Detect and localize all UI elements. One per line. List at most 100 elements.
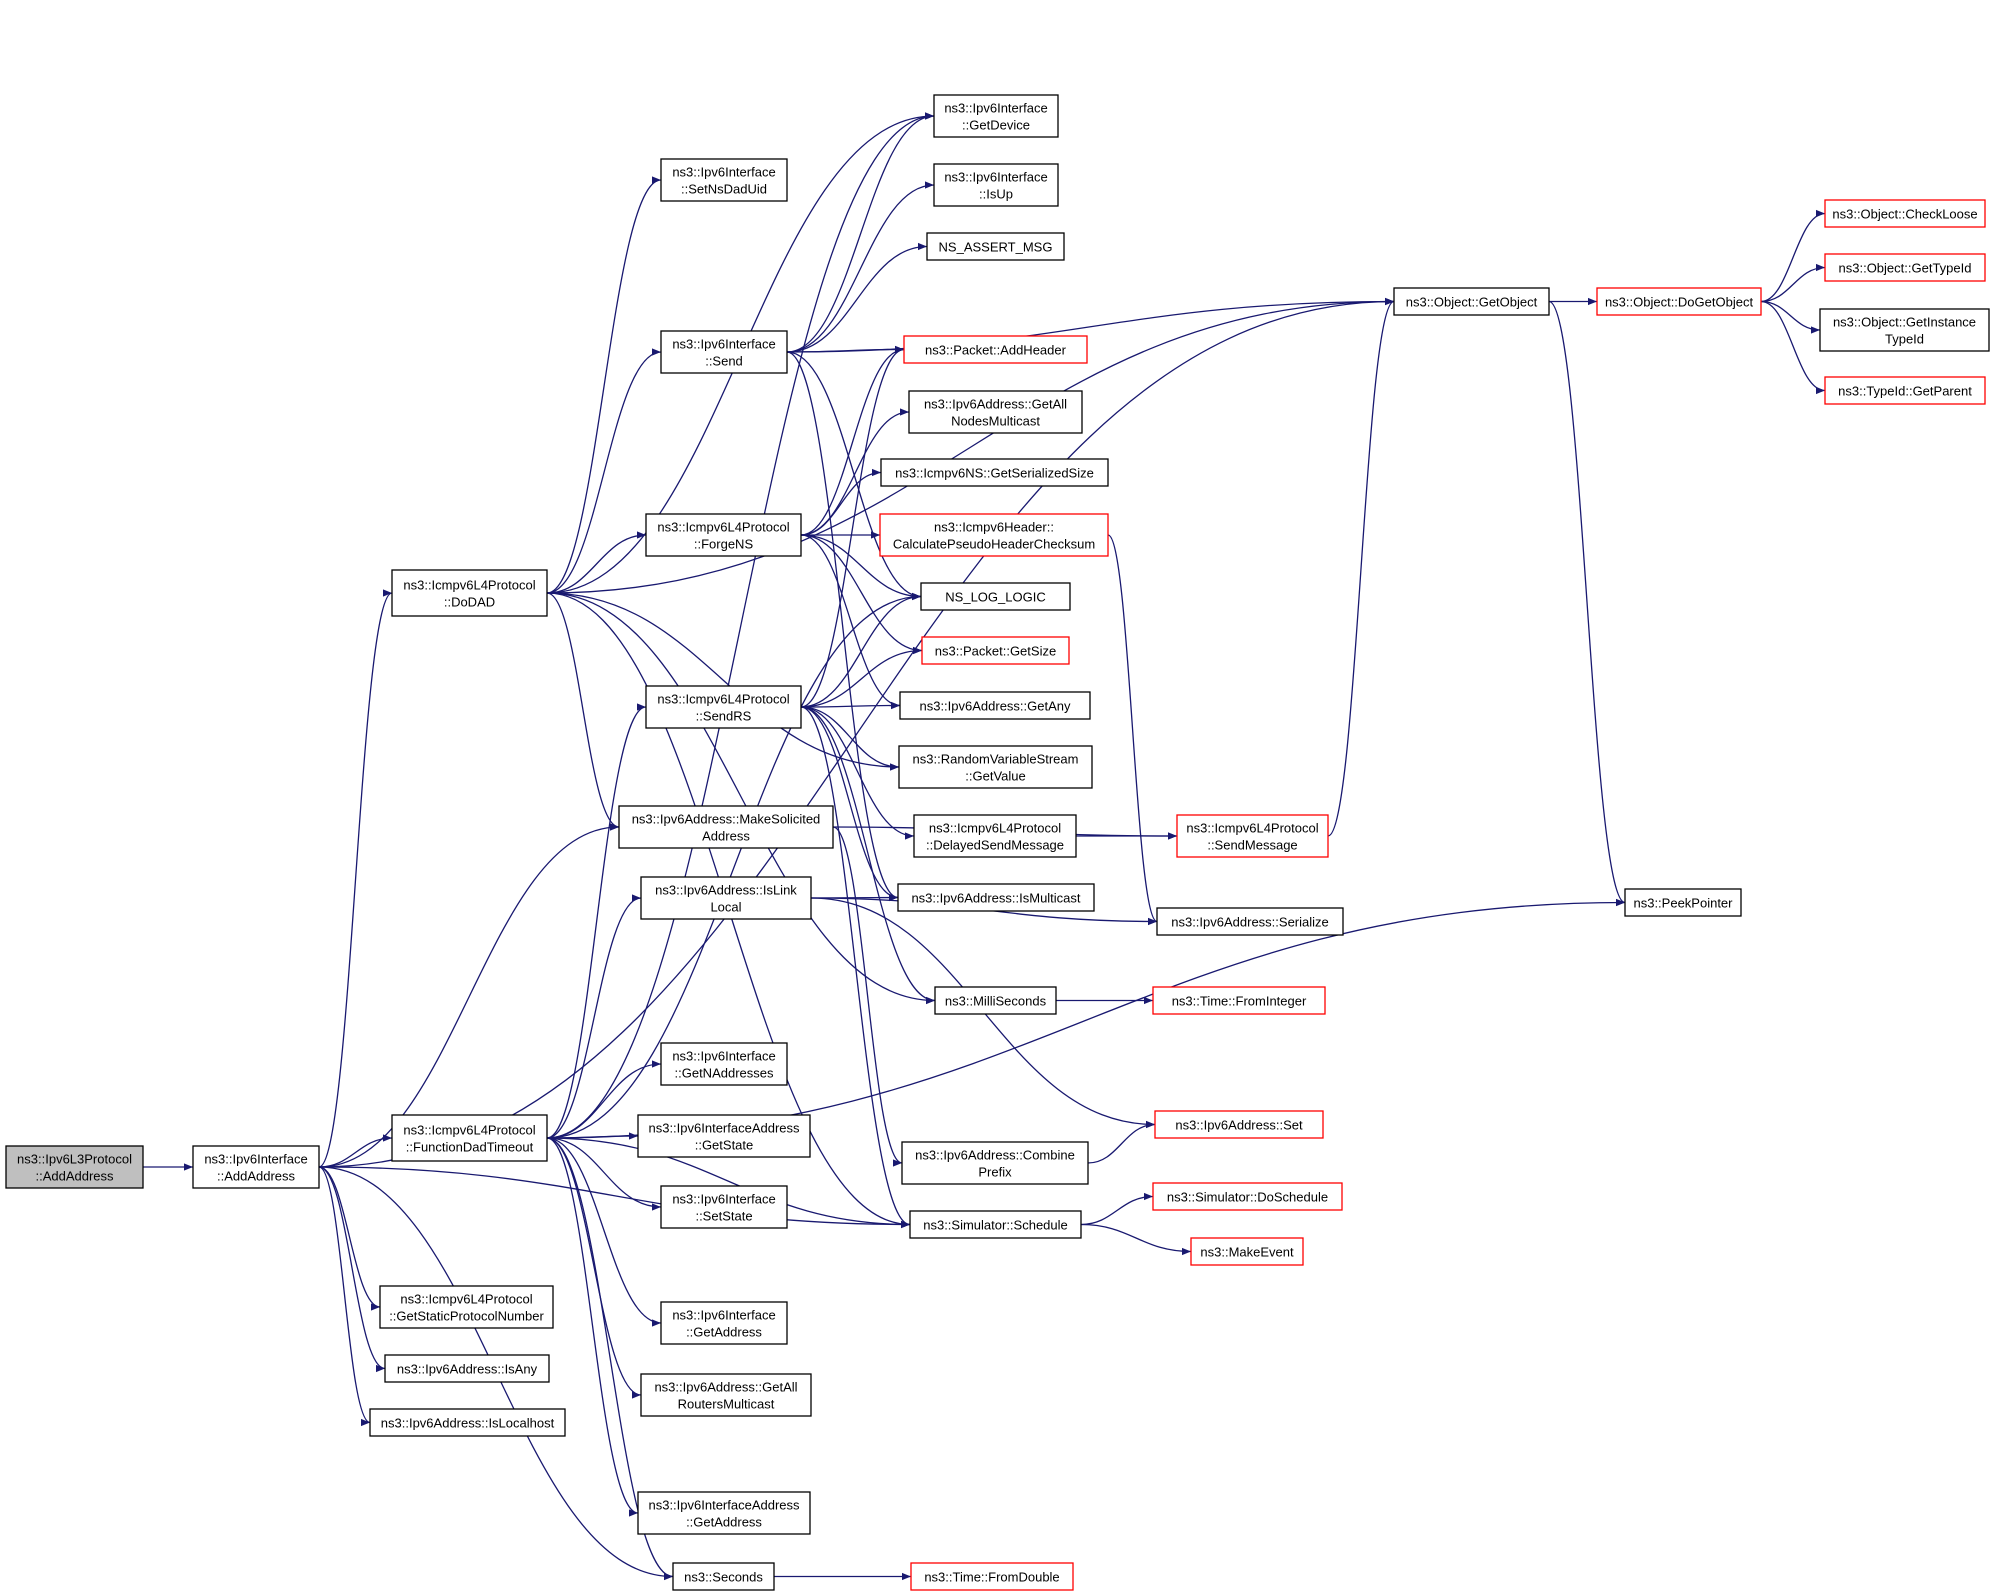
node-serialize[interactable]: ns3::Ipv6Address::Serialize [1156, 907, 1344, 936]
node-box[interactable] [909, 1210, 1082, 1239]
node-root[interactable]: ns3::Ipv6L3Protocol::AddAddress [5, 1145, 144, 1189]
node-getobject[interactable]: ns3::Object::GetObject [1393, 287, 1550, 316]
node-box[interactable] [926, 232, 1065, 261]
node-box[interactable] [1824, 199, 1986, 228]
node-gettypeid[interactable]: ns3::Object::GetTypeId [1824, 253, 1986, 282]
node-box[interactable] [369, 1408, 566, 1437]
node-if_add[interactable]: ns3::Ipv6Interface::AddAddress [192, 1145, 320, 1189]
node-makeevent[interactable]: ns3::MakeEvent [1190, 1237, 1304, 1266]
node-box[interactable] [640, 1373, 812, 1417]
node-doschedule[interactable]: ns3::Simulator::DoSchedule [1152, 1182, 1343, 1211]
node-isany[interactable]: ns3::Ipv6Address::IsAny [384, 1354, 550, 1383]
node-box[interactable] [903, 335, 1088, 364]
node-getparent[interactable]: ns3::TypeId::GetParent [1824, 376, 1986, 405]
node-box[interactable] [384, 1354, 550, 1383]
node-dodad[interactable]: ns3::Icmpv6L4Protocol::DoDAD [391, 569, 548, 617]
node-box[interactable] [910, 1562, 1074, 1591]
node-box[interactable] [934, 986, 1057, 1015]
node-islocalhost[interactable]: ns3::Ipv6Address::IsLocalhost [369, 1408, 566, 1437]
node-box[interactable] [391, 569, 548, 617]
node-box[interactable] [1152, 1182, 1343, 1211]
node-frominteger[interactable]: ns3::Time::FromInteger [1152, 986, 1326, 1015]
node-box[interactable] [1190, 1237, 1304, 1266]
node-box[interactable] [920, 582, 1071, 611]
node-gspn[interactable]: ns3::Icmpv6L4Protocol::GetStaticProtocol… [379, 1285, 554, 1329]
node-nsgetsize[interactable]: ns3::Icmpv6NS::GetSerializedSize [880, 458, 1109, 487]
node-box[interactable] [908, 390, 1083, 434]
node-box[interactable] [645, 685, 802, 729]
node-box[interactable] [1819, 308, 1990, 352]
node-box[interactable] [1824, 253, 1986, 282]
node-box[interactable] [618, 805, 834, 849]
node-isup[interactable]: ns3::Ipv6Interface::IsUp [933, 163, 1059, 207]
node-box[interactable] [192, 1145, 320, 1189]
node-if_getaddr[interactable]: ns3::Ipv6Interface::GetAddress [660, 1301, 788, 1345]
node-peekpointer[interactable]: ns3::PeekPointer [1624, 888, 1742, 917]
node-box[interactable] [921, 636, 1070, 665]
node-box[interactable] [1156, 907, 1344, 936]
node-fdt[interactable]: ns3::Icmpv6L4Protocol::FunctionDadTimeou… [391, 1114, 548, 1162]
node-box[interactable] [637, 1491, 811, 1535]
node-addheader[interactable]: ns3::Packet::AddHeader [903, 335, 1088, 364]
node-ismulticast[interactable]: ns3::Ipv6Address::IsMulticast [897, 883, 1095, 912]
node-loglogic[interactable]: NS_LOG_LOGIC [920, 582, 1071, 611]
node-rvs[interactable]: ns3::RandomVariableStream::GetValue [898, 745, 1093, 789]
node-box[interactable] [660, 1185, 788, 1229]
node-fromdouble[interactable]: ns3::Time::FromDouble [910, 1562, 1074, 1591]
node-getdevice[interactable]: ns3::Ipv6Interface::GetDevice [933, 94, 1059, 138]
node-box[interactable] [1154, 1110, 1324, 1139]
node-sendrs[interactable]: ns3::Icmpv6L4Protocol::SendRS [645, 685, 802, 729]
node-box[interactable] [901, 1141, 1089, 1185]
node-box[interactable] [640, 876, 812, 920]
node-delayed[interactable]: ns3::Icmpv6L4Protocol::DelayedSendMessag… [913, 814, 1077, 858]
node-pseudo[interactable]: ns3::Icmpv6Header::CalculatePseudoHeader… [879, 513, 1109, 557]
node-box[interactable] [1624, 888, 1742, 917]
node-box[interactable] [660, 158, 788, 202]
node-getsize[interactable]: ns3::Packet::GetSize [921, 636, 1070, 665]
node-setnsdad[interactable]: ns3::Ipv6Interface::SetNsDadUid [660, 158, 788, 202]
node-addrset[interactable]: ns3::Ipv6Address::Set [1154, 1110, 1324, 1139]
node-schedule[interactable]: ns3::Simulator::Schedule [909, 1210, 1082, 1239]
node-dogetobject[interactable]: ns3::Object::DoGetObject [1596, 287, 1762, 316]
node-forgens[interactable]: ns3::Icmpv6L4Protocol::ForgeNS [645, 513, 802, 557]
node-box[interactable] [898, 745, 1093, 789]
node-box[interactable] [379, 1285, 554, 1329]
node-box[interactable] [637, 1114, 811, 1158]
node-assertmsg[interactable]: NS_ASSERT_MSG [926, 232, 1065, 261]
node-box[interactable] [879, 513, 1109, 557]
node-box[interactable] [913, 814, 1077, 858]
node-getany[interactable]: ns3::Ipv6Address::GetAny [899, 691, 1091, 720]
node-box[interactable] [645, 513, 802, 557]
node-box[interactable] [1824, 376, 1986, 405]
node-box[interactable] [1596, 287, 1762, 316]
node-box[interactable] [660, 1301, 788, 1345]
node-box[interactable] [660, 330, 788, 374]
node-checkloose[interactable]: ns3::Object::CheckLoose [1824, 199, 1986, 228]
node-box[interactable] [660, 1042, 788, 1086]
node-box[interactable] [880, 458, 1109, 487]
node-seconds[interactable]: ns3::Seconds [672, 1562, 775, 1591]
node-box[interactable] [1176, 814, 1329, 858]
node-box[interactable] [391, 1114, 548, 1162]
node-box[interactable] [1393, 287, 1550, 316]
node-box[interactable] [933, 94, 1059, 138]
node-if_setstate[interactable]: ns3::Ipv6Interface::SetState [660, 1185, 788, 1229]
node-millis[interactable]: ns3::MilliSeconds [934, 986, 1057, 1015]
node-iaddr_getstate[interactable]: ns3::Ipv6InterfaceAddress::GetState [637, 1114, 811, 1158]
node-box[interactable] [5, 1145, 144, 1189]
node-box[interactable] [897, 883, 1095, 912]
node-box[interactable] [933, 163, 1059, 207]
node-box[interactable] [672, 1562, 775, 1591]
node-box[interactable] [899, 691, 1091, 720]
node-box[interactable] [1152, 986, 1326, 1015]
node-iaddr_getaddr[interactable]: ns3::Ipv6InterfaceAddress::GetAddress [637, 1491, 811, 1535]
node-sendmessage[interactable]: ns3::Icmpv6L4Protocol::SendMessage [1176, 814, 1329, 858]
node-send[interactable]: ns3::Ipv6Interface::Send [660, 330, 788, 374]
node-getnaddr[interactable]: ns3::Ipv6Interface::GetNAddresses [660, 1042, 788, 1086]
